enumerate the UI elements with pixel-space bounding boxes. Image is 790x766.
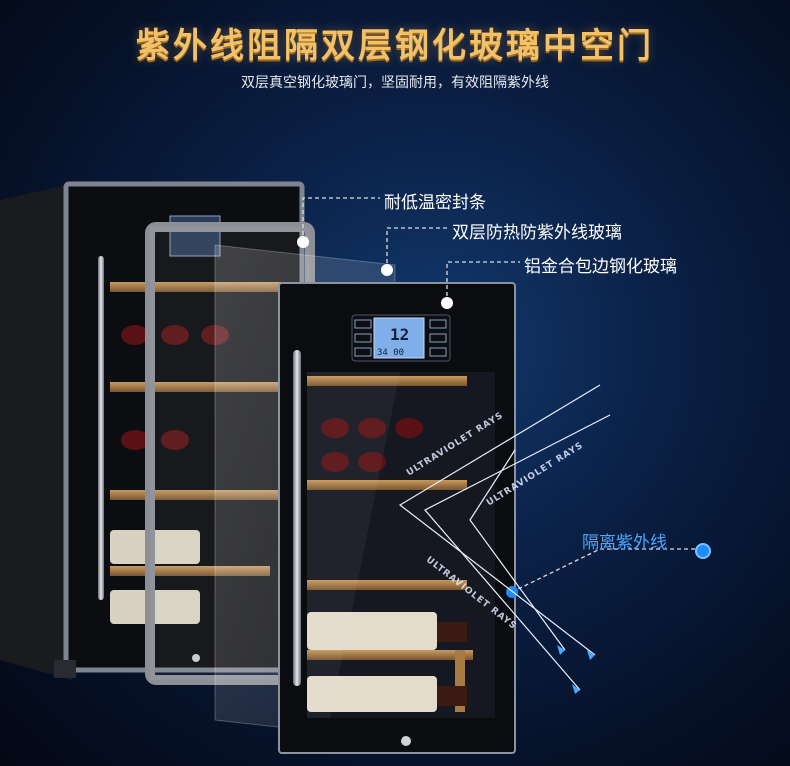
uv-rays [398,384,611,691]
callout-lines [302,197,700,593]
page-title: 紫外线阻隔双层钢化玻璃中空门 [136,26,654,66]
double-glass-dot [381,264,393,276]
uv-isolation-dot [695,543,711,559]
front-door [278,282,516,754]
door-lock [401,736,411,746]
callout-double-glass: 双层防热防紫外线玻璃 [452,223,622,243]
front-bottles [307,612,467,712]
lcd-screen [373,317,425,359]
panel-button-6[interactable] [429,347,447,357]
panel-button-1[interactable] [354,319,372,329]
uv-arrowheads [557,645,595,694]
lcd-temp: 12 [390,325,409,344]
panel-button-3[interactable] [354,347,372,357]
callout-aluminum-glass: 铝金合包边钢化玻璃 [524,257,677,277]
panel-button-4[interactable] [429,319,447,329]
door-handle [293,350,301,686]
control-panel: 12 34 00 [351,314,451,362]
seal-dot [297,236,309,248]
panel-button-5[interactable] [429,333,447,343]
callout-uv-isolation: 隔离紫外线 [582,533,667,553]
lcd-sub: 34 00 [377,348,404,358]
rear-handle [98,256,104,600]
aluminum-glass-dot [441,297,453,309]
page-subtitle: 双层真空钢化玻璃门，坚固耐用，有效阻隔紫外线 [241,75,549,91]
panel-button-2[interactable] [354,333,372,343]
callout-seal: 耐低温密封条 [384,193,486,213]
